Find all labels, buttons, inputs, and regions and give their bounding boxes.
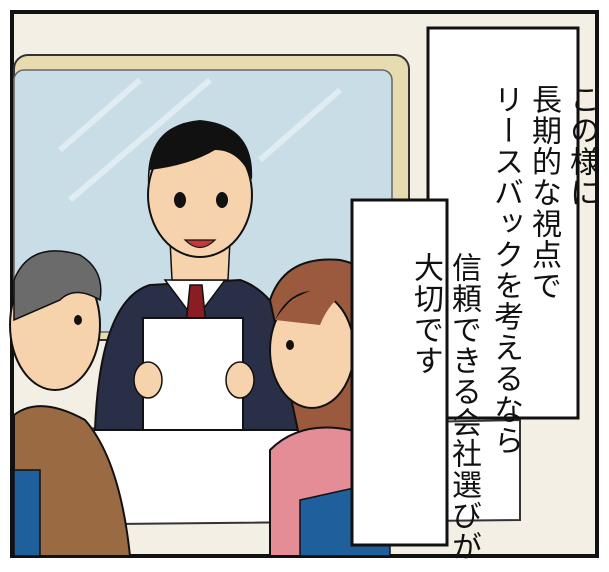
caption-upper-text: この様に 長期的な視点で リースバックを考えるなら	[448, 42, 609, 456]
caption-lower-text: 信頼できる会社選びが 大切です	[368, 210, 520, 562]
chair-left	[13, 469, 41, 557]
caption-join	[430, 202, 444, 416]
caption-line-3: リースバックを考えるなら	[488, 84, 523, 457]
caption-line-4: 信頼できる会社選びが	[446, 252, 481, 563]
caption-line-2: 長期的な視点で	[526, 84, 561, 302]
caption-upper-box	[426, 26, 580, 420]
caption-line-5: 大切です	[408, 252, 443, 377]
caption-line-1: この様に	[564, 84, 599, 209]
customer-man-figure	[9, 250, 132, 557]
salesperson-figure	[93, 120, 307, 431]
